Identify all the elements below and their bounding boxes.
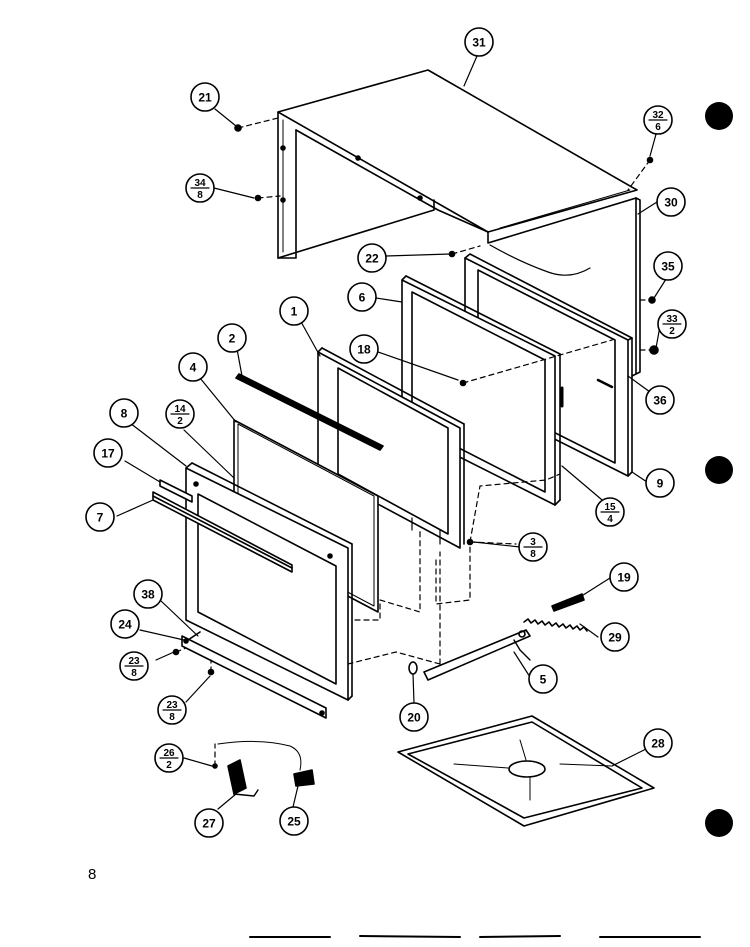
hinge-rail xyxy=(181,631,327,719)
spring-anchor xyxy=(551,593,585,612)
inner-door-panel xyxy=(401,275,564,506)
callout-23-8-a-top: 23 xyxy=(128,656,140,667)
callout-31-label: 31 xyxy=(472,36,486,50)
callout-21-label: 21 xyxy=(198,91,212,105)
callout-3-8: 38 xyxy=(518,532,548,562)
broiler-pan xyxy=(397,715,655,827)
callout-38: 38 xyxy=(133,579,163,609)
callout-35-label: 35 xyxy=(661,260,675,274)
callout-15-4-bottom: 4 xyxy=(607,514,613,525)
callout-18: 18 xyxy=(349,334,379,364)
callout-6: 6 xyxy=(347,282,377,312)
callout-23-8-a: 238 xyxy=(119,651,149,681)
callout-3-8-top: 3 xyxy=(530,537,536,548)
callout-9: 9 xyxy=(645,468,675,498)
door-liner-frame xyxy=(317,347,465,549)
front-door-frame xyxy=(185,462,353,701)
callout-32-6-top: 32 xyxy=(652,110,664,121)
callout-27-label: 27 xyxy=(202,817,216,831)
callout-20-label: 20 xyxy=(407,711,421,725)
door-handle-bar xyxy=(152,491,293,573)
callout-23-8-b: 238 xyxy=(157,695,187,725)
callout-14-2: 142 xyxy=(165,399,195,429)
callout-29-label: 29 xyxy=(608,631,622,645)
callout-22-label: 22 xyxy=(365,252,379,266)
callout-31: 31 xyxy=(464,27,494,57)
callout-14-2-bottom: 2 xyxy=(177,416,183,427)
page-number: 8 xyxy=(88,866,97,883)
callout-23-8-a-bottom: 8 xyxy=(131,668,137,679)
callout-38-label: 38 xyxy=(141,588,155,602)
callout-9-label: 9 xyxy=(657,477,664,491)
callout-25-label: 25 xyxy=(287,815,301,829)
callout-25: 25 xyxy=(279,806,309,836)
callout-2-label: 2 xyxy=(229,332,236,346)
callout-34-8-bottom: 8 xyxy=(197,190,203,201)
callout-24-label: 24 xyxy=(118,618,132,632)
callout-23-8-b-bottom: 8 xyxy=(169,712,175,723)
callout-28: 28 xyxy=(643,728,673,758)
callout-7-label: 7 xyxy=(97,511,104,525)
callout-28-label: 28 xyxy=(651,737,665,751)
callout-18-label: 18 xyxy=(357,343,371,357)
callout-8: 8 xyxy=(109,398,139,428)
callout-26-2: 262 xyxy=(154,743,184,773)
leader-lines xyxy=(116,55,669,810)
callout-27: 27 xyxy=(194,808,224,838)
callout-30-label: 30 xyxy=(664,196,678,210)
callout-1-label: 1 xyxy=(291,305,298,319)
callout-30: 30 xyxy=(656,187,686,217)
callout-22: 22 xyxy=(357,243,387,273)
trim-strip xyxy=(159,479,193,503)
callout-4: 4 xyxy=(178,352,208,382)
callout-33-2-bottom: 2 xyxy=(669,326,675,337)
callout-33-2-top: 33 xyxy=(666,314,678,325)
callout-17-label: 17 xyxy=(101,447,115,461)
callout-15-4: 154 xyxy=(595,497,625,527)
callout-34-8-top: 34 xyxy=(194,178,206,189)
cabinet-top-panel xyxy=(277,69,638,259)
callout-5-label: 5 xyxy=(540,673,547,687)
callout-20: 20 xyxy=(399,702,429,732)
callout-26-2-top: 26 xyxy=(163,748,175,759)
callout-14-2-top: 14 xyxy=(174,404,186,415)
callout-32-6-bottom: 6 xyxy=(655,122,661,133)
callout-6-label: 6 xyxy=(359,291,366,305)
scan-edge-noise xyxy=(249,935,701,938)
callout-36: 36 xyxy=(645,385,675,415)
roller xyxy=(408,661,418,675)
callout-35: 35 xyxy=(653,251,683,281)
callout-19-label: 19 xyxy=(617,571,631,585)
callout-26-2-bottom: 2 xyxy=(166,760,172,771)
callout-19: 19 xyxy=(609,562,639,592)
callout-24: 24 xyxy=(110,609,140,639)
callout-2: 2 xyxy=(217,323,247,353)
callout-23-8-b-top: 23 xyxy=(166,700,178,711)
callout-21: 21 xyxy=(190,82,220,112)
callout-8-label: 8 xyxy=(121,407,128,421)
callout-29: 29 xyxy=(600,622,630,652)
callout-33-2: 332 xyxy=(657,309,687,339)
callout-34-8: 348 xyxy=(185,173,215,203)
callout-7: 7 xyxy=(85,502,115,532)
callout-1: 1 xyxy=(279,296,309,326)
vent-strip xyxy=(235,373,384,451)
callout-3-8-bottom: 8 xyxy=(530,549,536,560)
wire-connector xyxy=(217,740,315,787)
callout-32-6: 326 xyxy=(643,105,673,135)
door-spring xyxy=(523,618,588,632)
callout-17: 17 xyxy=(93,438,123,468)
callout-15-4-top: 15 xyxy=(604,502,616,513)
callout-4-label: 4 xyxy=(190,361,197,375)
hinge-bracket xyxy=(227,759,259,797)
back-panel xyxy=(487,189,641,377)
hinge-arm xyxy=(423,629,531,681)
callout-5: 5 xyxy=(528,664,558,694)
assembly-guide-lines xyxy=(175,117,655,767)
callout-36-label: 36 xyxy=(653,394,667,408)
binding-holes xyxy=(705,102,733,837)
